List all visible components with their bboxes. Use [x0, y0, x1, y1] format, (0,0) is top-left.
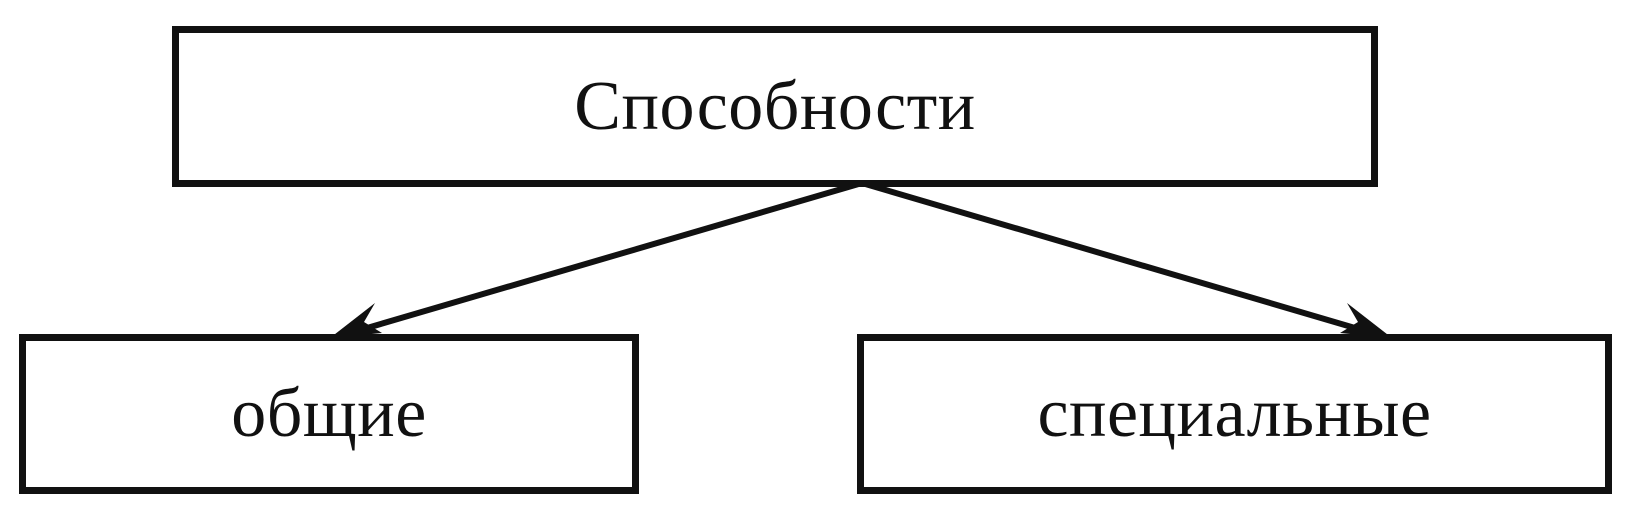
node-abilities: Способности: [172, 26, 1378, 187]
node-abilities-label: Способности: [574, 67, 976, 145]
edge-root-to-general: [330, 180, 865, 338]
node-special-label: специальные: [1037, 375, 1432, 452]
node-general-label: общие: [231, 375, 427, 452]
arrowhead-special: [1340, 303, 1392, 338]
arrowhead-general: [330, 303, 382, 338]
node-special: специальные: [857, 334, 1612, 494]
edge-root-to-special: [859, 180, 1392, 338]
node-general: общие: [19, 334, 639, 494]
